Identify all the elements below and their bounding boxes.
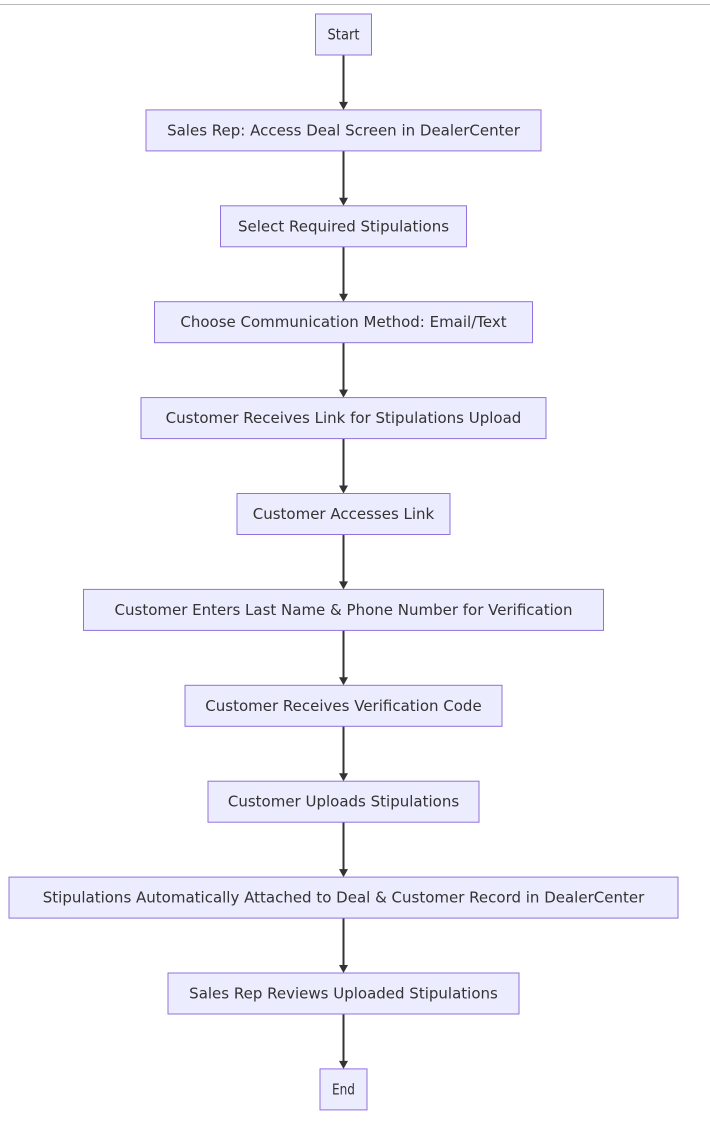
arrowhead-icon bbox=[339, 389, 348, 398]
arrowhead-icon bbox=[339, 101, 348, 110]
edges-layer bbox=[339, 55, 348, 1069]
node-box bbox=[207, 780, 480, 823]
arrowhead-icon bbox=[339, 581, 348, 590]
node-box bbox=[236, 493, 451, 535]
edge-n6-to-n7 bbox=[339, 630, 348, 686]
flow-node-n3: Choose Communication Method: Email/Text bbox=[154, 301, 533, 344]
flow-node-n2: Select Required Stipulations bbox=[220, 205, 467, 248]
flow-node-start: Start bbox=[315, 13, 372, 56]
node-box bbox=[8, 876, 679, 919]
arrowhead-icon bbox=[339, 677, 348, 686]
node-box bbox=[319, 1068, 368, 1111]
edge-n9-to-n10 bbox=[339, 918, 348, 973]
flow-node-n4: Customer Receives Link for Stipulations … bbox=[140, 397, 547, 440]
node-label: Customer Receives Verification Code bbox=[205, 697, 481, 715]
node-label: Stipulations Automatically Attached to D… bbox=[43, 889, 645, 907]
edge-n5-to-n6 bbox=[339, 534, 348, 590]
edge-start-to-n1 bbox=[339, 55, 348, 110]
arrowhead-icon bbox=[339, 773, 348, 782]
node-label: End bbox=[332, 1080, 355, 1098]
arrowhead-icon bbox=[339, 293, 348, 302]
node-box bbox=[145, 109, 542, 152]
flow-node-n1: Sales Rep: Access Deal Screen in DealerC… bbox=[145, 109, 542, 152]
flow-node-n10: Sales Rep Reviews Uploaded Stipulations bbox=[167, 972, 520, 1015]
node-box bbox=[184, 684, 503, 727]
node-box bbox=[167, 972, 520, 1015]
arrowhead-icon bbox=[339, 197, 348, 206]
arrowhead-icon bbox=[339, 485, 348, 494]
node-label: Customer Enters Last Name & Phone Number… bbox=[115, 601, 573, 619]
node-box bbox=[220, 205, 467, 248]
flow-node-n5: Customer Accesses Link bbox=[236, 493, 451, 535]
top-divider bbox=[0, 4, 710, 5]
node-label: Select Required Stipulations bbox=[238, 217, 449, 235]
edge-n8-to-n9 bbox=[339, 822, 348, 878]
arrowhead-icon bbox=[339, 965, 348, 973]
node-label: Start bbox=[328, 26, 360, 44]
node-box bbox=[154, 301, 533, 344]
flow-node-end: End bbox=[319, 1068, 368, 1111]
edge-n1-to-n2 bbox=[339, 150, 348, 206]
node-label: Choose Communication Method: Email/Text bbox=[180, 313, 506, 331]
edge-n3-to-n4 bbox=[339, 342, 348, 398]
node-box bbox=[83, 588, 604, 631]
edge-n7-to-n8 bbox=[339, 726, 348, 782]
flow-node-n8: Customer Uploads Stipulations bbox=[207, 780, 480, 823]
node-box bbox=[315, 13, 372, 56]
flow-node-n7: Customer Receives Verification Code bbox=[184, 684, 503, 727]
arrowhead-icon bbox=[339, 1060, 348, 1069]
node-box bbox=[140, 397, 547, 440]
node-label: Customer Receives Link for Stipulations … bbox=[166, 409, 522, 427]
node-label: Customer Uploads Stipulations bbox=[228, 793, 459, 811]
flow-node-n6: Customer Enters Last Name & Phone Number… bbox=[83, 588, 604, 631]
edge-n2-to-n3 bbox=[339, 246, 348, 302]
edge-n4-to-n5 bbox=[339, 438, 348, 494]
edge-n10-to-end bbox=[339, 1014, 348, 1069]
arrowhead-icon bbox=[339, 869, 348, 878]
node-label: Sales Rep Reviews Uploaded Stipulations bbox=[189, 985, 498, 1003]
node-label: Customer Accesses Link bbox=[253, 505, 435, 523]
flow-node-n9: Stipulations Automatically Attached to D… bbox=[8, 876, 679, 919]
node-label: Sales Rep: Access Deal Screen in DealerC… bbox=[167, 121, 521, 139]
